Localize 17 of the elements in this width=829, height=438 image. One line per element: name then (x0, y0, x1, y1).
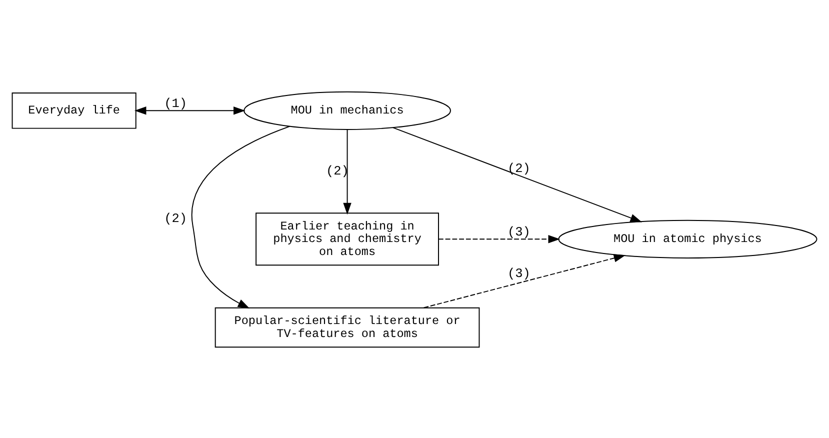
arrow (343, 128, 352, 214)
edge-label: (2) (507, 160, 530, 176)
arrow (134, 106, 246, 114)
node-box: Everyday life (12, 92, 136, 128)
arrow (392, 126, 642, 222)
arrow (423, 254, 626, 308)
edge-label: (3) (507, 265, 530, 280)
arrow (438, 234, 560, 243)
arrow (191, 125, 290, 308)
node-ellipse: MOU in atomic physics (558, 219, 818, 258)
edge-label: (2) (164, 210, 188, 226)
edge-label: (1) (164, 96, 188, 111)
edge-label: (3) (507, 224, 530, 240)
node-box: Popular-scientific literature or TV-features on atoms (214, 306, 480, 348)
node-ellipse: MOU in mechanics (244, 90, 451, 130)
node-box: Earlier teaching in physics and chemistry on atoms (256, 212, 439, 266)
edge-label: (2) (326, 163, 349, 178)
